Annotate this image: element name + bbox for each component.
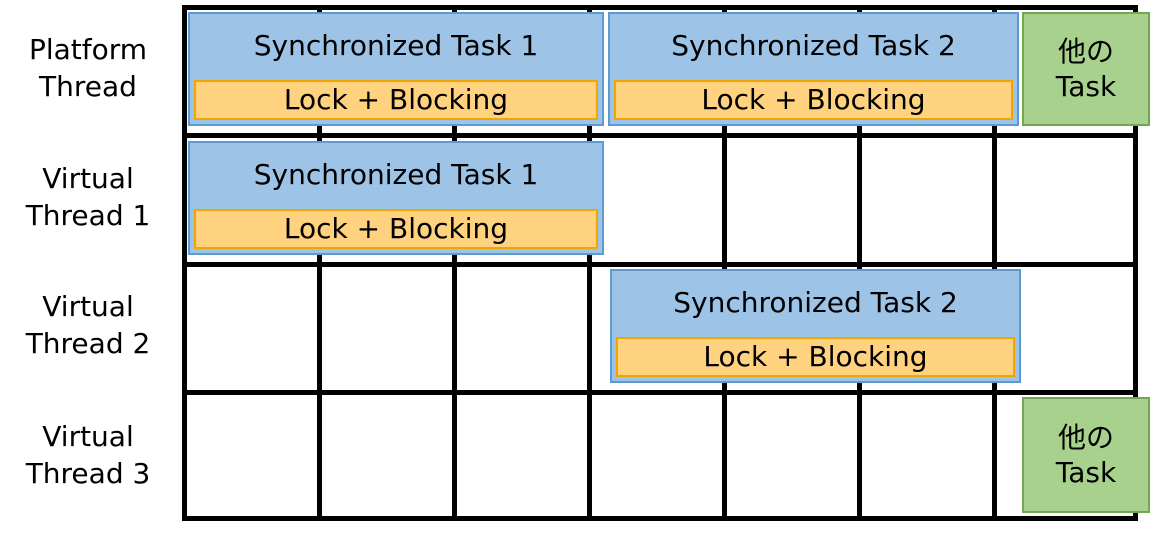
- grid-vline-2: [452, 10, 457, 516]
- task-block-vt2-synchronized-task-2[interactable]: Synchronized Task 2 Lock + Blocking: [610, 269, 1021, 383]
- lock-blocking-bar: Lock + Blocking: [194, 80, 598, 120]
- row-label-virtual-thread-3: Virtual Thread 3: [0, 390, 176, 521]
- other-task-line-1: 他の: [1057, 421, 1114, 454]
- row-label-line-1: Virtual: [42, 161, 134, 195]
- task-title: Synchronized Task 1: [253, 158, 539, 191]
- row-label-line-2: Thread 1: [25, 198, 151, 232]
- other-task-platform-thread[interactable]: 他の Task: [1022, 12, 1150, 126]
- other-task-virtual-thread-3[interactable]: 他の Task: [1022, 397, 1150, 513]
- row-label-line-2: Thread 2: [25, 327, 151, 360]
- row-label-line-2: Thread 3: [25, 456, 151, 490]
- row-label-line-1: Platform: [28, 33, 148, 67]
- other-task-line-2: Task: [1055, 70, 1117, 103]
- grid-hline-3: [187, 390, 1133, 395]
- row-label-platform-thread: Platform Thread: [0, 5, 176, 133]
- task-block-platform-synchronized-task-2[interactable]: Synchronized Task 2 Lock + Blocking: [608, 12, 1019, 126]
- grid-hline-1: [187, 133, 1133, 138]
- grid-hline-2: [187, 262, 1133, 267]
- grid-vline-5: [857, 10, 862, 516]
- row-label-line-1: Virtual: [42, 290, 134, 324]
- task-title: Synchronized Task 2: [671, 29, 956, 62]
- task-title: Synchronized Task 2: [673, 286, 958, 319]
- grid-vline-3: [587, 10, 592, 516]
- task-block-vt1-synchronized-task-1[interactable]: Synchronized Task 1 Lock + Blocking: [188, 141, 604, 255]
- lock-blocking-bar: Lock + Blocking: [614, 80, 1013, 120]
- timeline-grid: [182, 5, 1138, 521]
- other-task-line-2: Task: [1055, 456, 1117, 489]
- grid-vline-4: [722, 10, 727, 516]
- lock-blocking-bar: Lock + Blocking: [616, 337, 1015, 377]
- grid-vline-1: [317, 10, 322, 516]
- row-label-line-2: Thread: [39, 70, 137, 103]
- row-label-virtual-thread-2: Virtual Thread 2: [0, 262, 176, 390]
- task-title: Synchronized Task 1: [253, 29, 539, 62]
- grid-vline-6: [992, 10, 997, 516]
- other-task-line-1: 他の: [1057, 35, 1114, 68]
- row-label-virtual-thread-1: Virtual Thread 1: [0, 133, 176, 262]
- row-label-line-1: Virtual: [42, 419, 134, 453]
- lock-blocking-bar: Lock + Blocking: [194, 209, 598, 249]
- task-block-platform-synchronized-task-1[interactable]: Synchronized Task 1 Lock + Blocking: [188, 12, 604, 126]
